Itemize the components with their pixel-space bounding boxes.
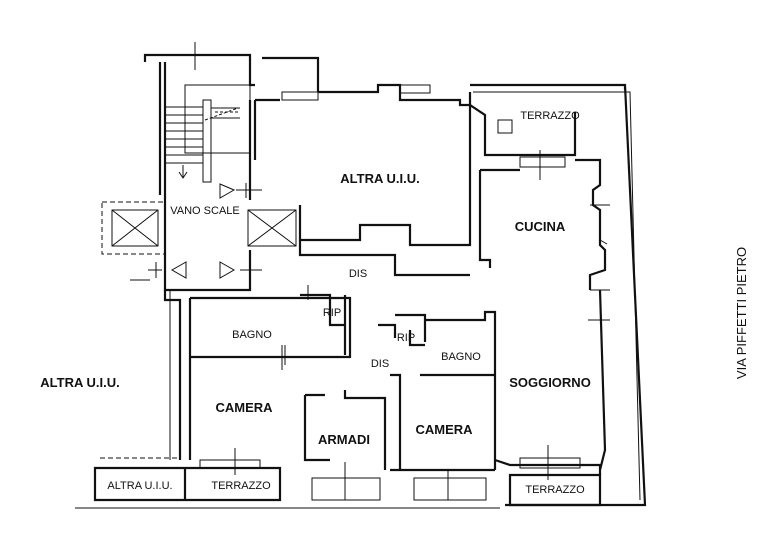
room-label-rip-right: RIP bbox=[397, 332, 415, 344]
windows bbox=[199, 84, 581, 501]
room-label-soggiorno: SOGGIORNO bbox=[509, 375, 591, 390]
room-label-terrazzo-bottom-right: TERRAZZO bbox=[525, 484, 585, 496]
wall-altra-uiu bbox=[253, 56, 472, 247]
shafts bbox=[101, 201, 297, 255]
street-label: VIA PIFFETTI PIETRO bbox=[734, 247, 749, 379]
room-label-altra-uiu-bottom: ALTRA U.I.U. bbox=[107, 480, 172, 492]
room-label-camera-right: CAMERA bbox=[415, 422, 473, 437]
room-label-rip-left: RIP bbox=[323, 307, 341, 319]
staircase bbox=[143, 42, 255, 292]
room-label-terrazzo-bottom-left: TERRAZZO bbox=[211, 480, 271, 492]
room-label-terrazzo-top: TERRAZZO bbox=[520, 110, 580, 122]
room-label-armadi: ARMADI bbox=[318, 432, 370, 447]
room-label-bagno-left: BAGNO bbox=[232, 329, 272, 341]
room-label-dis-lower: DIS bbox=[371, 358, 389, 370]
wall-cucina bbox=[298, 158, 607, 290]
room-label-dis-upper: DIS bbox=[349, 268, 367, 280]
room-label-cucina: CUCINA bbox=[515, 219, 566, 234]
room-label-altra-uiu-left: ALTRA U.I.U. bbox=[40, 375, 119, 390]
room-label-bagno-right: BAGNO bbox=[441, 351, 481, 363]
room-label-camera-left: CAMERA bbox=[215, 400, 273, 415]
room-label-vano-scale: VANO SCALE bbox=[170, 205, 240, 217]
lift-symbols bbox=[148, 183, 262, 279]
room-label-altra-uiu-top: ALTRA U.I.U. bbox=[340, 171, 419, 186]
